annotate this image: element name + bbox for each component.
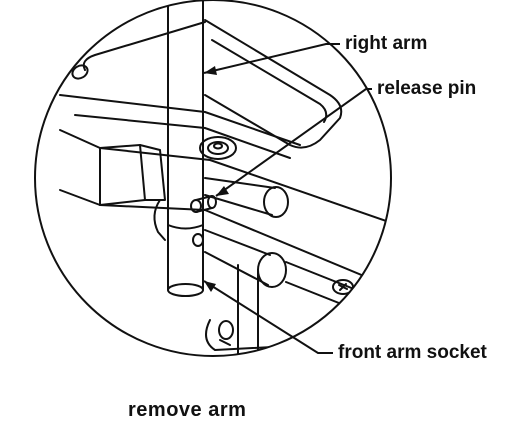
front-arm-socket-leader (203, 280, 333, 354)
side-frame (59, 129, 391, 356)
right-arm-tube (167, 0, 204, 297)
release-pin (190, 195, 217, 247)
armrest-screw (199, 136, 237, 160)
release-pin-label: release pin (377, 78, 477, 99)
release-pin-leader (215, 88, 372, 197)
right-arm-leader (203, 43, 340, 74)
magnifier-circle (34, 0, 392, 357)
armrest-pad (59, 19, 343, 159)
right-arm-label: right arm (345, 33, 428, 54)
detail-illustration (59, 0, 391, 356)
figure-caption: remove arm (128, 399, 247, 421)
leader-lines (203, 43, 372, 354)
front-arm-socket-label: front arm socket (338, 342, 487, 363)
